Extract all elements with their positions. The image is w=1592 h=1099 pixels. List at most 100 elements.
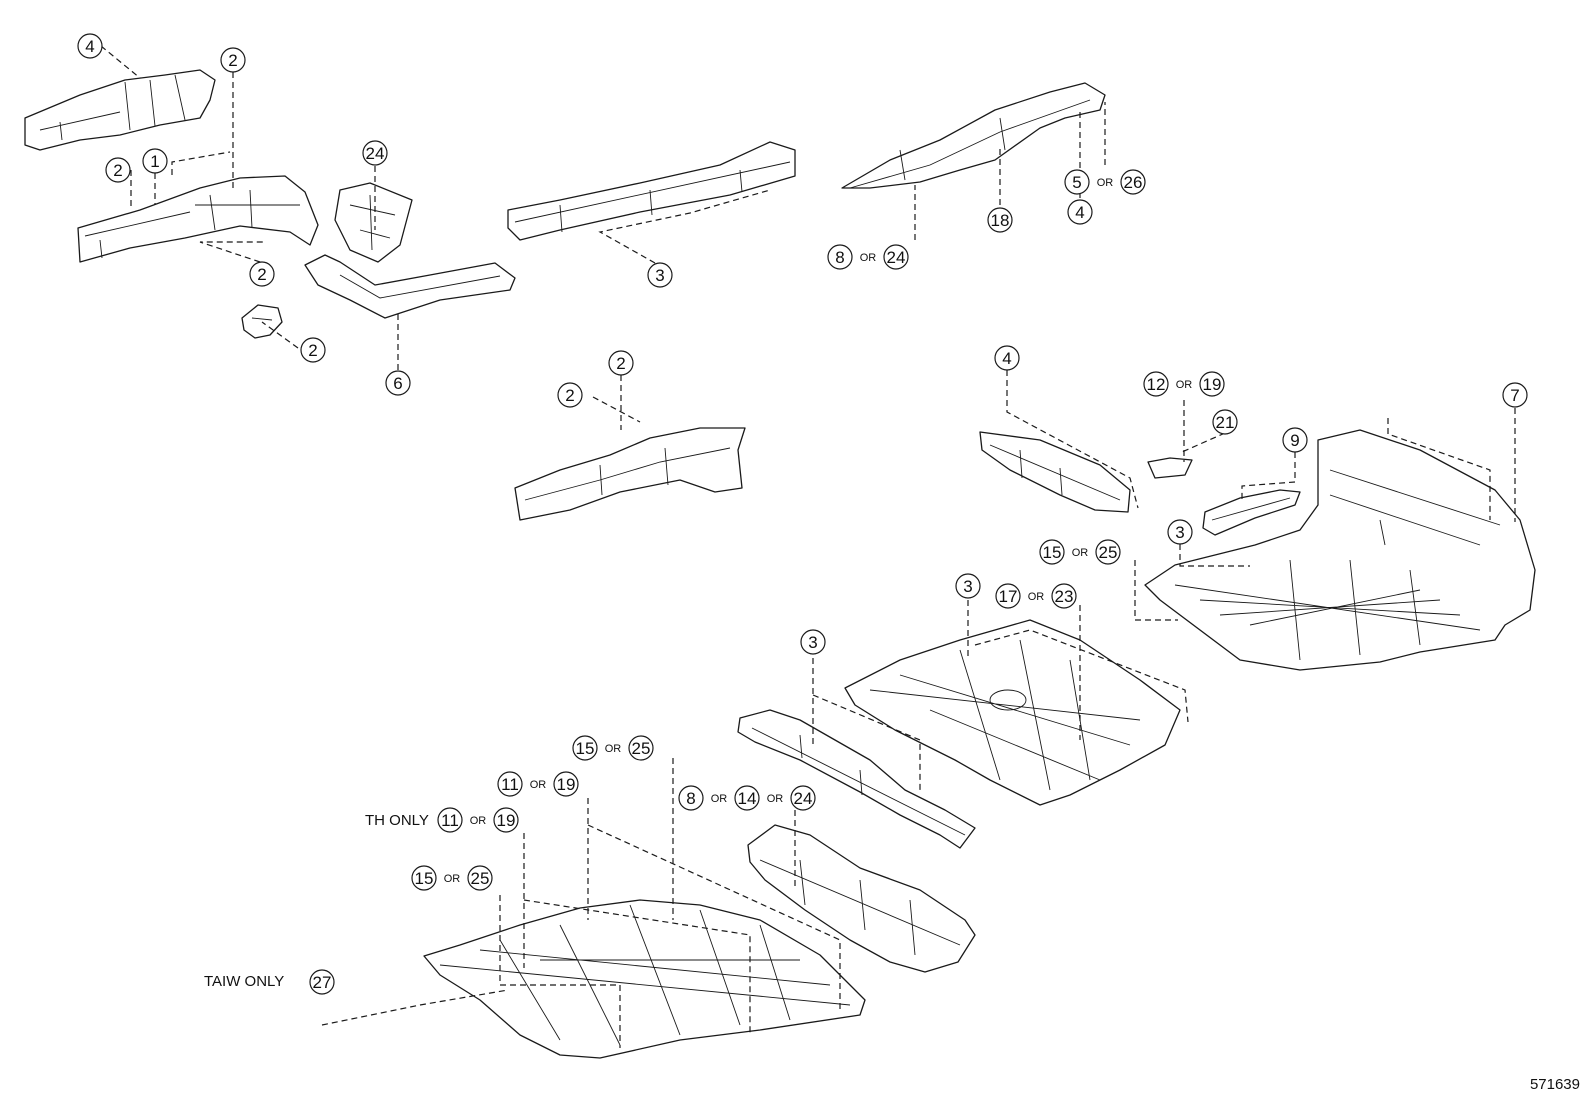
- callout-3: 3: [1167, 519, 1193, 545]
- callout-2-label: 2: [113, 161, 122, 180]
- callout-3-label: 3: [808, 633, 817, 652]
- callout-6-label: 6: [393, 374, 402, 393]
- callout-2-label: 2: [257, 265, 266, 284]
- rear-floor-side-member: [841, 82, 1106, 189]
- callout-24-label: 24: [794, 789, 813, 808]
- callout-2: 2: [220, 47, 246, 73]
- callout-4-label: 4: [1075, 203, 1084, 222]
- leader-lines: [100, 45, 1516, 1048]
- rear-crossmember-brace: [1202, 489, 1301, 536]
- callout-18: 18: [987, 207, 1013, 233]
- floor-side-member: [304, 254, 516, 319]
- or-separator: OR: [1176, 379, 1193, 391]
- callout-24: 24: [790, 785, 816, 811]
- front-side-member-upper: [24, 69, 216, 151]
- callout-4: 4: [994, 345, 1020, 371]
- callout-3: 3: [800, 629, 826, 655]
- or-separator: OR: [444, 873, 461, 885]
- callout-3-label: 3: [655, 266, 664, 285]
- callout-19-label: 19: [497, 811, 516, 830]
- callout-25-label: 25: [1099, 543, 1118, 562]
- callout-15: 15: [411, 865, 437, 891]
- bracket-21: [1147, 457, 1193, 479]
- or-separator: OR: [767, 793, 784, 805]
- callout-8-label: 8: [835, 248, 844, 267]
- callout-12-label: 12: [1147, 375, 1166, 394]
- rocker-reinforcement: [507, 141, 796, 241]
- callout-4: 4: [1067, 199, 1093, 225]
- callout-2-label: 2: [565, 386, 574, 405]
- callout-19-label: 19: [1203, 375, 1222, 394]
- callout-15-label: 15: [415, 869, 434, 888]
- or-separator: OR: [1097, 177, 1114, 189]
- callout-25-label: 25: [632, 739, 651, 758]
- callout-3: 3: [647, 262, 673, 288]
- callout-9-label: 9: [1290, 431, 1299, 450]
- callout-25: 25: [1095, 539, 1121, 565]
- callout-8-label: 8: [686, 789, 695, 808]
- callout-2: 2: [249, 261, 275, 287]
- callout-2-label: 2: [228, 51, 237, 70]
- callout-21: 21: [1212, 409, 1238, 435]
- callout-7-label: 7: [1510, 386, 1519, 405]
- callout-11-label: 11: [501, 775, 519, 794]
- or-separator: OR: [860, 252, 877, 264]
- callout-5-label: 5: [1072, 173, 1081, 192]
- callout-24: 24: [883, 244, 909, 270]
- callout-4-label: 4: [1002, 349, 1011, 368]
- callout-1-label: 1: [150, 152, 159, 171]
- callout-25: 25: [628, 735, 654, 761]
- or-separator: OR: [605, 743, 622, 755]
- callout-24-label: 24: [366, 144, 385, 163]
- callout-8: 8: [678, 785, 704, 811]
- callout-2: 2: [300, 337, 326, 363]
- callout-11-label: 11: [441, 811, 459, 830]
- callout-26-label: 26: [1124, 173, 1143, 192]
- callout-2-label: 2: [308, 341, 317, 360]
- front-side-member-lower: [514, 427, 746, 521]
- front-floor-tunnel: [747, 824, 976, 973]
- callout-15: 15: [1039, 539, 1065, 565]
- callout-23-label: 23: [1055, 587, 1074, 606]
- callout-24-label: 24: [887, 248, 906, 267]
- callout-25: 25: [467, 865, 493, 891]
- center-floor-pan: [844, 619, 1181, 806]
- callout-2: 2: [105, 157, 131, 183]
- callout-3-label: 3: [963, 577, 972, 596]
- bracket-small: [241, 304, 283, 339]
- callout-15-label: 15: [576, 739, 595, 758]
- callout-4: 4: [77, 33, 103, 59]
- front-crossmember-bracket: [334, 182, 413, 263]
- callout-26: 26: [1120, 169, 1146, 195]
- or-separator: OR: [470, 815, 487, 827]
- callout-3-label: 3: [1175, 523, 1184, 542]
- callout-19: 19: [493, 807, 519, 833]
- floor-crossmember-front: [979, 431, 1131, 513]
- front-side-member-rail: [77, 175, 319, 263]
- callout-17-label: 17: [999, 587, 1018, 606]
- callout-15: 15: [572, 735, 598, 761]
- callout-9: 9: [1282, 427, 1308, 453]
- or-separator: OR: [1072, 547, 1089, 559]
- callout-2: 2: [608, 350, 634, 376]
- callout-12: 12: [1143, 371, 1169, 397]
- th-only-note: TH ONLY: [365, 812, 429, 829]
- callout-19-label: 19: [557, 775, 576, 794]
- callout-23: 23: [1051, 583, 1077, 609]
- callout-2-label: 2: [616, 354, 625, 373]
- figure-id: 571639: [1529, 1076, 1580, 1093]
- callout-19: 19: [553, 771, 579, 797]
- callout-7: 7: [1502, 382, 1528, 408]
- callout-2: 2: [557, 382, 583, 408]
- or-separator: OR: [711, 793, 728, 805]
- callout-14: 14: [734, 785, 760, 811]
- callout-8: 8: [827, 244, 853, 270]
- rear-floor-pan: [1144, 429, 1536, 671]
- callout-27-label: 27: [313, 973, 332, 992]
- callout-27: 27: [309, 969, 335, 995]
- callout-21-label: 21: [1216, 413, 1235, 432]
- or-separator: OR: [1028, 591, 1045, 603]
- callout-19: 19: [1199, 371, 1225, 397]
- callout-3: 3: [955, 573, 981, 599]
